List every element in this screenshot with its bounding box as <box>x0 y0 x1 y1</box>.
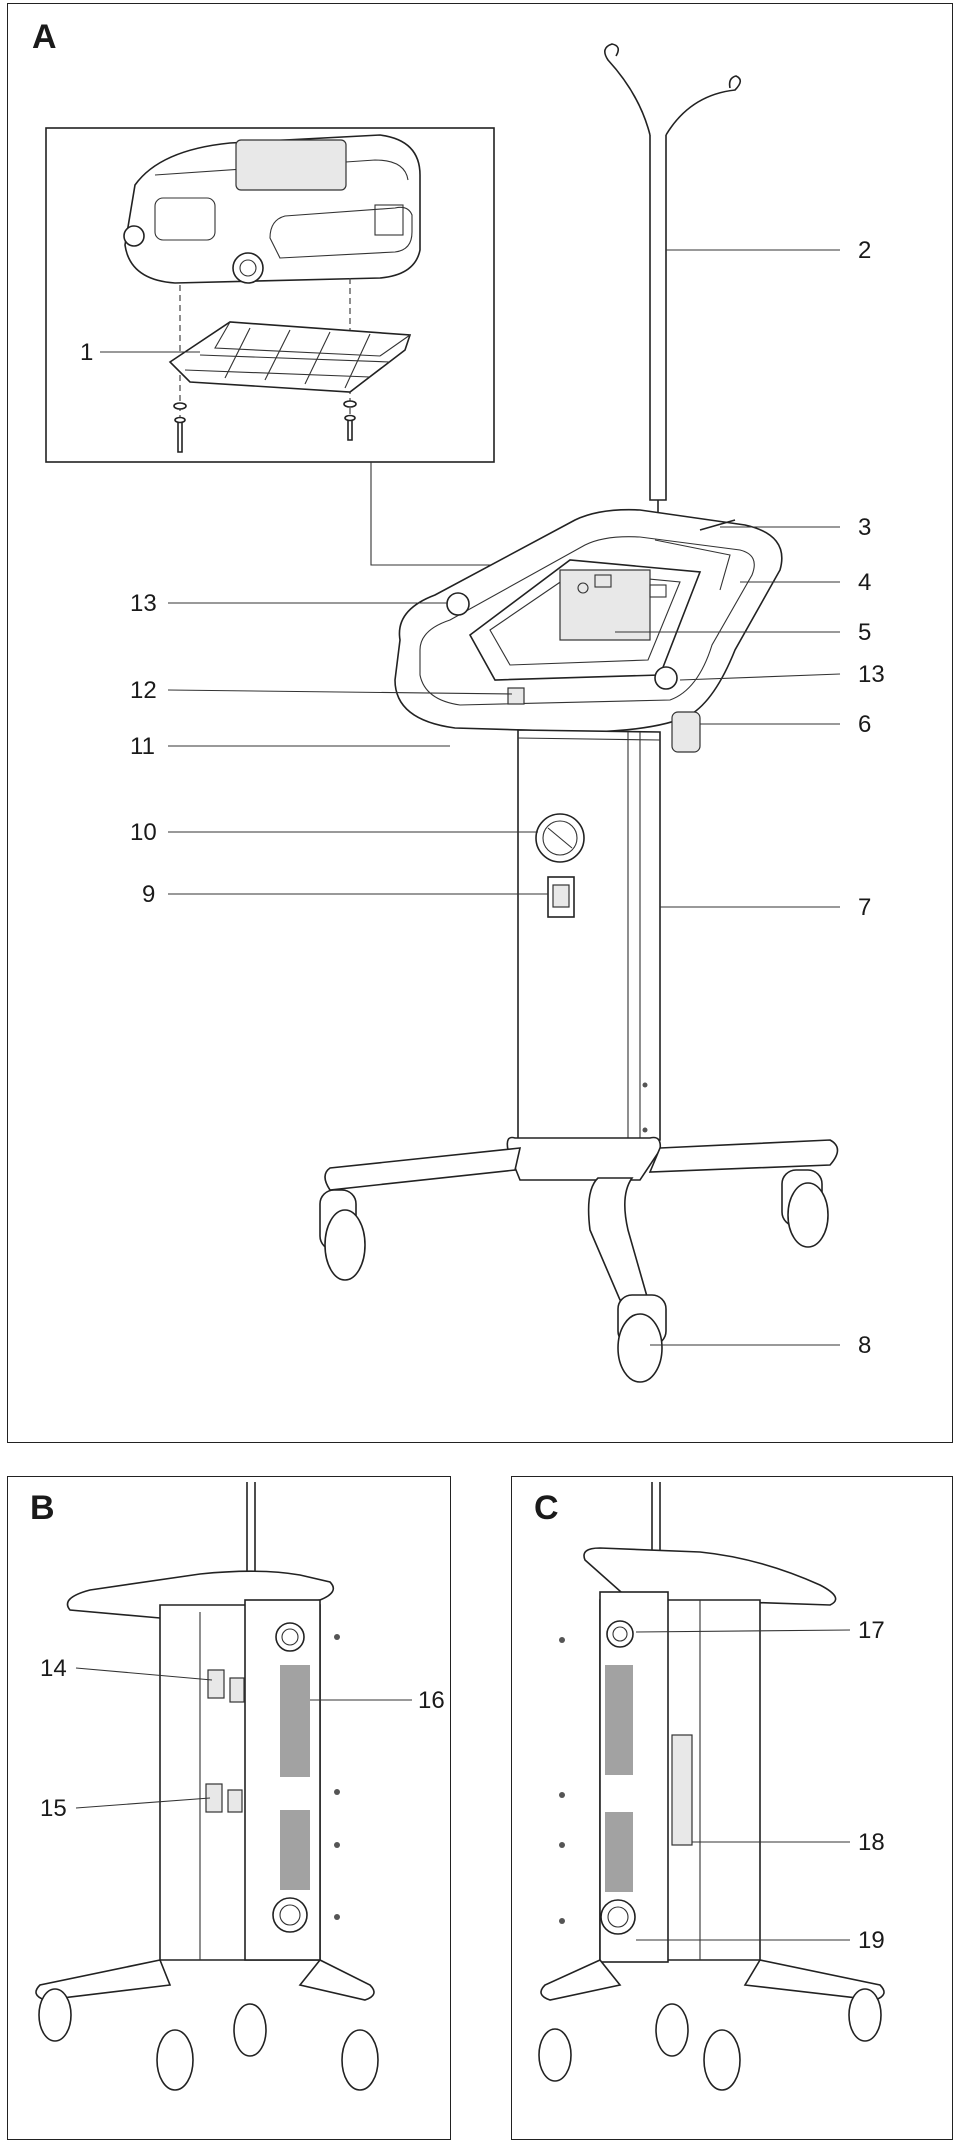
ventilator-device <box>123 134 421 284</box>
panel-a-letter: A <box>32 18 57 56</box>
tray-plate <box>559 569 651 641</box>
cart-column <box>517 729 661 1141</box>
cart-top-frame <box>394 508 783 733</box>
callout-12: 12 <box>130 677 157 704</box>
slot-left <box>446 592 470 616</box>
callout-1: 1 <box>80 339 93 366</box>
device-screen <box>235 139 347 191</box>
iv-pole <box>604 43 742 540</box>
panel-b-letter: B <box>30 1489 55 1527</box>
callout-14: 14 <box>40 1655 67 1682</box>
side-handle <box>671 711 701 753</box>
device-knob <box>232 252 264 284</box>
callout-10: 10 <box>130 819 157 846</box>
callout-18: 18 <box>858 1829 885 1856</box>
callout-11: 11 <box>130 733 155 760</box>
bracket-18 <box>671 1734 693 1846</box>
callout-15: 15 <box>40 1795 67 1822</box>
callout-leaders-a <box>100 351 841 1346</box>
callout-4: 4 <box>858 569 871 596</box>
callout-leaders-b <box>75 1667 412 1809</box>
callout-17: 17 <box>858 1617 885 1644</box>
callout-6: 6 <box>858 711 871 738</box>
callout-8: 8 <box>858 1332 871 1359</box>
callout-16: 16 <box>418 1687 445 1714</box>
callout-leaders-c <box>635 1629 851 1941</box>
cart-rear-view-c <box>538 1482 885 2091</box>
rod-3 <box>699 519 736 531</box>
cart-rear-view-b <box>35 1482 379 2091</box>
panel-c-letter: C <box>534 1489 559 1527</box>
callout-3: 3 <box>858 514 871 541</box>
label-plate <box>507 687 525 705</box>
connector-14 <box>207 1669 225 1699</box>
cart-base <box>324 1136 839 1301</box>
slot-right <box>654 666 678 690</box>
callout-5: 5 <box>858 619 871 646</box>
rear-panel-c <box>599 1591 669 1963</box>
callout-13-left: 13 <box>130 590 157 617</box>
screws <box>173 400 357 453</box>
mounting-plate <box>168 321 412 393</box>
callout-19: 19 <box>858 1927 885 1954</box>
callout-2: 2 <box>858 237 871 264</box>
callout-7: 7 <box>858 894 871 921</box>
inset-box <box>45 127 495 463</box>
callout-13-right: 13 <box>858 661 885 688</box>
caster-wheels <box>319 1169 829 1383</box>
callout-9: 9 <box>142 881 155 908</box>
